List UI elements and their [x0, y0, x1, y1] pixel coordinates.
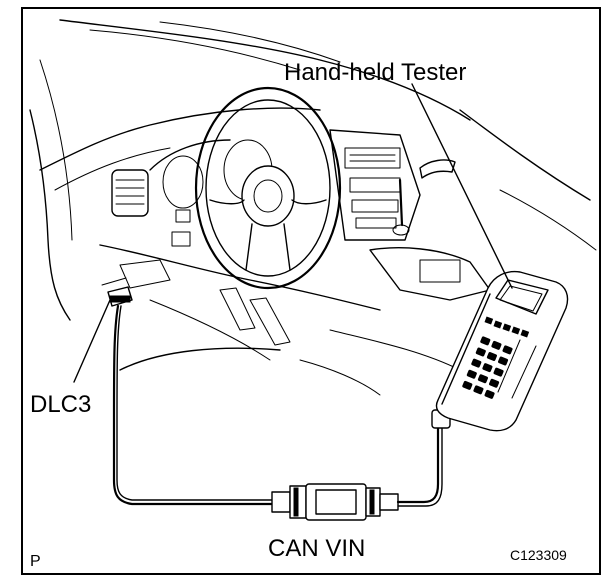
- dlc3-connector-icon: [101, 277, 133, 307]
- corner-mark: P: [30, 553, 41, 570]
- figure-frame: [21, 7, 601, 575]
- tester-label: Hand-held Tester: [284, 59, 466, 86]
- dlc3-label: DLC3: [30, 391, 91, 418]
- can-vin-adapter-icon: [271, 483, 399, 521]
- left-air-vent: [111, 169, 149, 217]
- hand-held-tester-icon: [431, 270, 569, 432]
- can-vin-label: CAN VIN: [268, 535, 365, 562]
- cable-dlc3-to-adapter: [112, 304, 274, 506]
- leader-dlc3: [73, 299, 111, 383]
- cable-adapter-to-tester: [396, 426, 440, 504]
- figure-id: C123309: [510, 547, 567, 563]
- steering-wheel-icon: [194, 86, 342, 290]
- leader-tester: [411, 83, 513, 289]
